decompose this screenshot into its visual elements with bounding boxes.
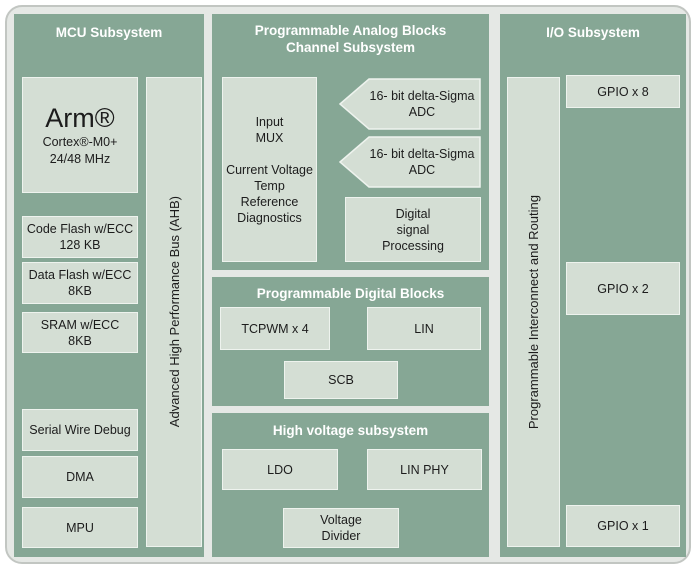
cpu-brand-label: Arm® [45,103,115,134]
tcpwm-block: TCPWM x 4 [220,307,330,350]
hv-subsystem-panel: High voltage subsystem LDO LIN PHY Volta… [212,413,489,557]
lin-block: LIN [367,307,481,350]
interconnect-routing-label: Programmable Interconnect and Routing [526,194,541,430]
serial-wire-debug-block: Serial Wire Debug [22,409,138,451]
mcu-subsystem-title: MCU Subsystem [55,25,163,40]
voltage-divider-block: Voltage Divider [283,508,399,548]
analog-subsystem-panel: Programmable Analog Blocks Channel Subsy… [212,14,489,270]
io-subsystem-title: I/O Subsystem [546,25,640,40]
digital-signal-processing-block: Digital signal Processing [345,197,481,262]
io-subsystem-panel: I/O Subsystem Programmable Interconnect … [500,14,686,557]
left-arrow-shape [339,136,481,188]
cpu-clock-label: 24/48 MHz [49,151,111,166]
adc2-block: 16- bit delta-Sigma ADC [339,136,481,188]
mpu-block: MPU [22,507,138,548]
hv-subsystem-title: High voltage subsystem [272,423,429,438]
scb-block: SCB [284,361,398,399]
digital-subsystem-title: Programmable Digital Blocks [256,286,445,301]
data-flash-block: Data Flash w/ECC 8KB [22,262,138,304]
ahb-bus-label: Advanced High Performance Bus (AHB) [166,196,182,428]
input-mux-block: Input MUX Current Voltage Temp Reference… [222,77,317,262]
dma-block: DMA [22,456,138,498]
gpio-x2-block: GPIO x 2 [566,262,680,315]
gpio-x1-block: GPIO x 1 [566,505,680,547]
adc1-label: 16- bit delta-Sigma ADC [369,89,475,119]
mcu-subsystem-panel: MCU Subsystem Arm® Cortex®-M0+ 24/48 MHz… [14,14,204,557]
gpio-x8-block: GPIO x 8 [566,75,680,108]
adc2-label: 16- bit delta-Sigma ADC [369,147,475,177]
adc1-block: 16- bit delta-Sigma ADC [339,78,481,130]
ahb-bus-bar: Advanced High Performance Bus (AHB) [146,77,202,547]
digital-subsystem-panel: Programmable Digital Blocks TCPWM x 4 LI… [212,277,489,406]
code-flash-block: Code Flash w/ECC 128 KB [22,216,138,258]
left-arrow-shape [339,78,481,130]
cpu-core-label: Cortex®-M0+ [42,135,118,150]
interconnect-routing-bar: Programmable Interconnect and Routing [507,77,560,547]
cpu-block: Arm® Cortex®-M0+ 24/48 MHz [22,77,138,193]
sram-block: SRAM w/ECC 8KB [22,312,138,353]
analog-subsystem-title: Programmable Analog Blocks Channel Subsy… [254,23,447,55]
ldo-block: LDO [222,449,338,490]
lin-phy-block: LIN PHY [367,449,482,490]
